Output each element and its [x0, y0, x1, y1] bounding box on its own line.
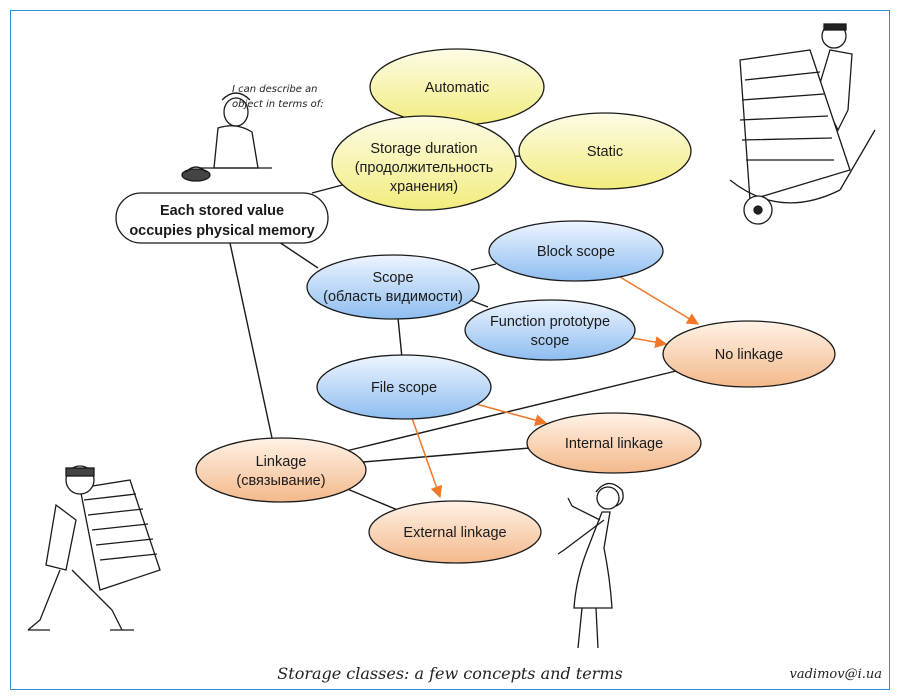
- node-block-scope: [488, 220, 664, 282]
- wheelbarrow-man-illustration: [729, 23, 876, 225]
- label-no-linkage: No linkage: [715, 347, 784, 363]
- label-function-prototype-2: scope: [531, 333, 570, 349]
- label-memory-2: occupies physical memory: [129, 223, 314, 239]
- node-internal-linkage: [526, 412, 702, 474]
- arrow-function-nolinkage: [631, 336, 668, 349]
- node-external-linkage: [368, 500, 542, 564]
- thought-caption-line1: I can describe an: [232, 84, 318, 95]
- author-credit: vadimov@i.ua: [789, 667, 883, 682]
- line-memory-linkage: [229, 242, 273, 439]
- label-file-scope: File scope: [371, 380, 437, 396]
- node-memory: [115, 192, 329, 244]
- line-scope-file: [397, 317, 403, 359]
- thought-caption: I can describe an object in terms of:: [232, 82, 352, 112]
- label-storage-duration-2: (продолжительность: [355, 160, 494, 176]
- walking-man-illustration: [27, 465, 161, 631]
- node-static: [518, 112, 692, 190]
- arrow-block-nolinkage: [619, 276, 700, 325]
- label-block-scope: Block scope: [537, 244, 615, 260]
- label-scope-1: Scope: [372, 270, 413, 286]
- label-memory-1: Each stored value: [160, 203, 284, 219]
- diagram-frame: [10, 10, 890, 690]
- label-static: Static: [587, 144, 623, 160]
- label-external-linkage: External linkage: [403, 525, 506, 541]
- node-linkage: [195, 437, 367, 503]
- node-scope: [306, 254, 480, 320]
- node-function-prototype-scope: [464, 299, 636, 361]
- label-storage-duration-1: Storage duration: [370, 141, 477, 157]
- label-linkage-1: Linkage: [256, 454, 307, 470]
- thinking-man-illustration: [181, 92, 272, 182]
- arrows: [411, 276, 700, 499]
- label-scope-2: (область видимости): [323, 289, 463, 305]
- arrow-file-internal: [475, 403, 548, 426]
- line-scope-function: [469, 299, 489, 308]
- line-linkage-nolinkage: [345, 370, 677, 452]
- arrow-file-external: [411, 417, 443, 499]
- label-linkage-2: (связывание): [236, 473, 325, 489]
- label-internal-linkage: Internal linkage: [565, 436, 663, 452]
- line-scope-block: [470, 263, 497, 271]
- label-function-prototype-1: Function prototype: [490, 314, 610, 330]
- woman-illustration: [557, 482, 624, 649]
- node-labels: Automatic Static Storage duration (продо…: [129, 80, 783, 541]
- node-no-linkage: [662, 320, 836, 388]
- node-file-scope: [316, 354, 492, 420]
- node-storage-duration: [331, 115, 517, 211]
- thought-caption-line2: object in terms of:: [232, 99, 324, 110]
- diagram-caption: Storage classes: a few concepts and term…: [277, 664, 623, 683]
- label-storage-duration-3: хранения): [390, 179, 458, 195]
- line-linkage-internal: [362, 447, 531, 463]
- line-linkage-external: [344, 487, 401, 512]
- label-automatic: Automatic: [425, 80, 489, 96]
